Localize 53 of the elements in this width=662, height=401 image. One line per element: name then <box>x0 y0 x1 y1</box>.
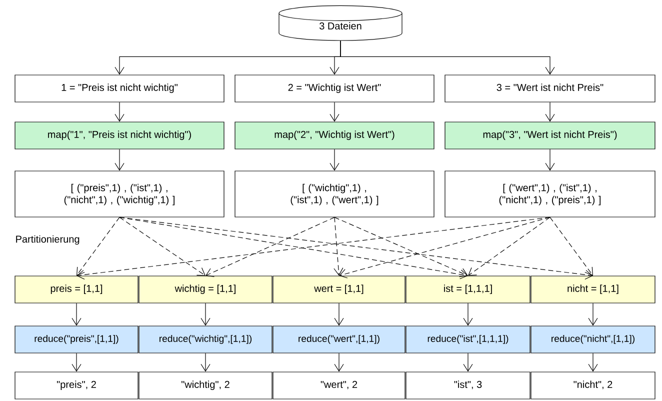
arrow <box>334 353 344 372</box>
process-box: "wichtig", 2 <box>138 372 272 400</box>
arrow <box>330 102 340 122</box>
arrow <box>463 353 473 372</box>
dashed-arrow <box>76 217 120 276</box>
arrow <box>114 149 124 171</box>
arrow <box>463 303 473 326</box>
arrow <box>545 149 555 171</box>
dashed-arrow <box>119 217 593 280</box>
arrow <box>588 303 598 326</box>
reduce-box: reduce("nicht",[1,1]) <box>530 326 656 354</box>
dashed-arrow <box>339 217 550 278</box>
dashed-arrow <box>550 217 593 276</box>
arrow <box>330 149 340 171</box>
map-box: map("1", "Preis ist nicht wichtig") <box>14 122 224 150</box>
cylinder-store: 3 Dateien <box>278 5 402 41</box>
process-box: "preis", 2 <box>14 372 138 400</box>
arrow <box>72 303 82 326</box>
process-box: 3 = "Wert ist nicht Preis" <box>444 74 656 102</box>
map-box: map("2", "Wichtig ist Wert") <box>234 122 434 150</box>
process-box: 2 = "Wichtig ist Wert" <box>234 74 434 102</box>
reduce-box: reduce("wert",[1,1]) <box>272 326 406 354</box>
partition-box: nicht = [1,1] <box>530 276 656 304</box>
arrow <box>334 303 344 326</box>
dashed-arrow <box>206 217 335 277</box>
dashed-arrow <box>76 217 550 280</box>
arrow <box>545 102 555 122</box>
process-box: "ist", 3 <box>406 372 530 400</box>
arrow <box>200 353 210 372</box>
partition-box: wichtig = [1,1] <box>138 276 272 304</box>
partition-box: wert = [1,1] <box>272 276 406 304</box>
partition-box: ist = [1,1,1] <box>406 276 530 304</box>
dashed-arrow <box>334 217 344 276</box>
list-box: [ ("preis",1) , ("ist",1) , ("nicht",1) , ("wichtig",1) ] <box>14 170 224 218</box>
arrow <box>200 303 210 326</box>
reduce-box: reduce("preis",[1,1]) <box>14 326 138 354</box>
section-label: Partitionierung <box>16 235 80 245</box>
process-box: 1 = "Preis ist nicht wichtig" <box>14 74 224 102</box>
arrow <box>72 353 82 372</box>
arrow <box>340 40 555 75</box>
reduce-box: reduce("ist",[1,1,1]) <box>406 326 530 354</box>
partition-box: preis = [1,1] <box>14 276 138 304</box>
reduce-box: reduce("wichtig",[1,1]) <box>138 326 272 354</box>
list-box: [ ("wert",1) , ("ist",1) , ("nicht",1) , ("preis",1) ] <box>444 170 656 218</box>
arrow <box>114 102 124 122</box>
arrow <box>588 353 598 372</box>
list-box: [ ("wichtig",1) , ("ist",1) , ("wert",1) ] <box>234 170 434 218</box>
process-box: "nicht", 2 <box>530 372 656 400</box>
map-box: map("3", "Wert ist nicht Preis") <box>444 122 656 150</box>
dashed-arrow <box>119 217 206 276</box>
dashed-arrow <box>334 217 468 278</box>
process-box: "wert", 2 <box>272 372 406 400</box>
dashed-arrow <box>468 217 550 276</box>
